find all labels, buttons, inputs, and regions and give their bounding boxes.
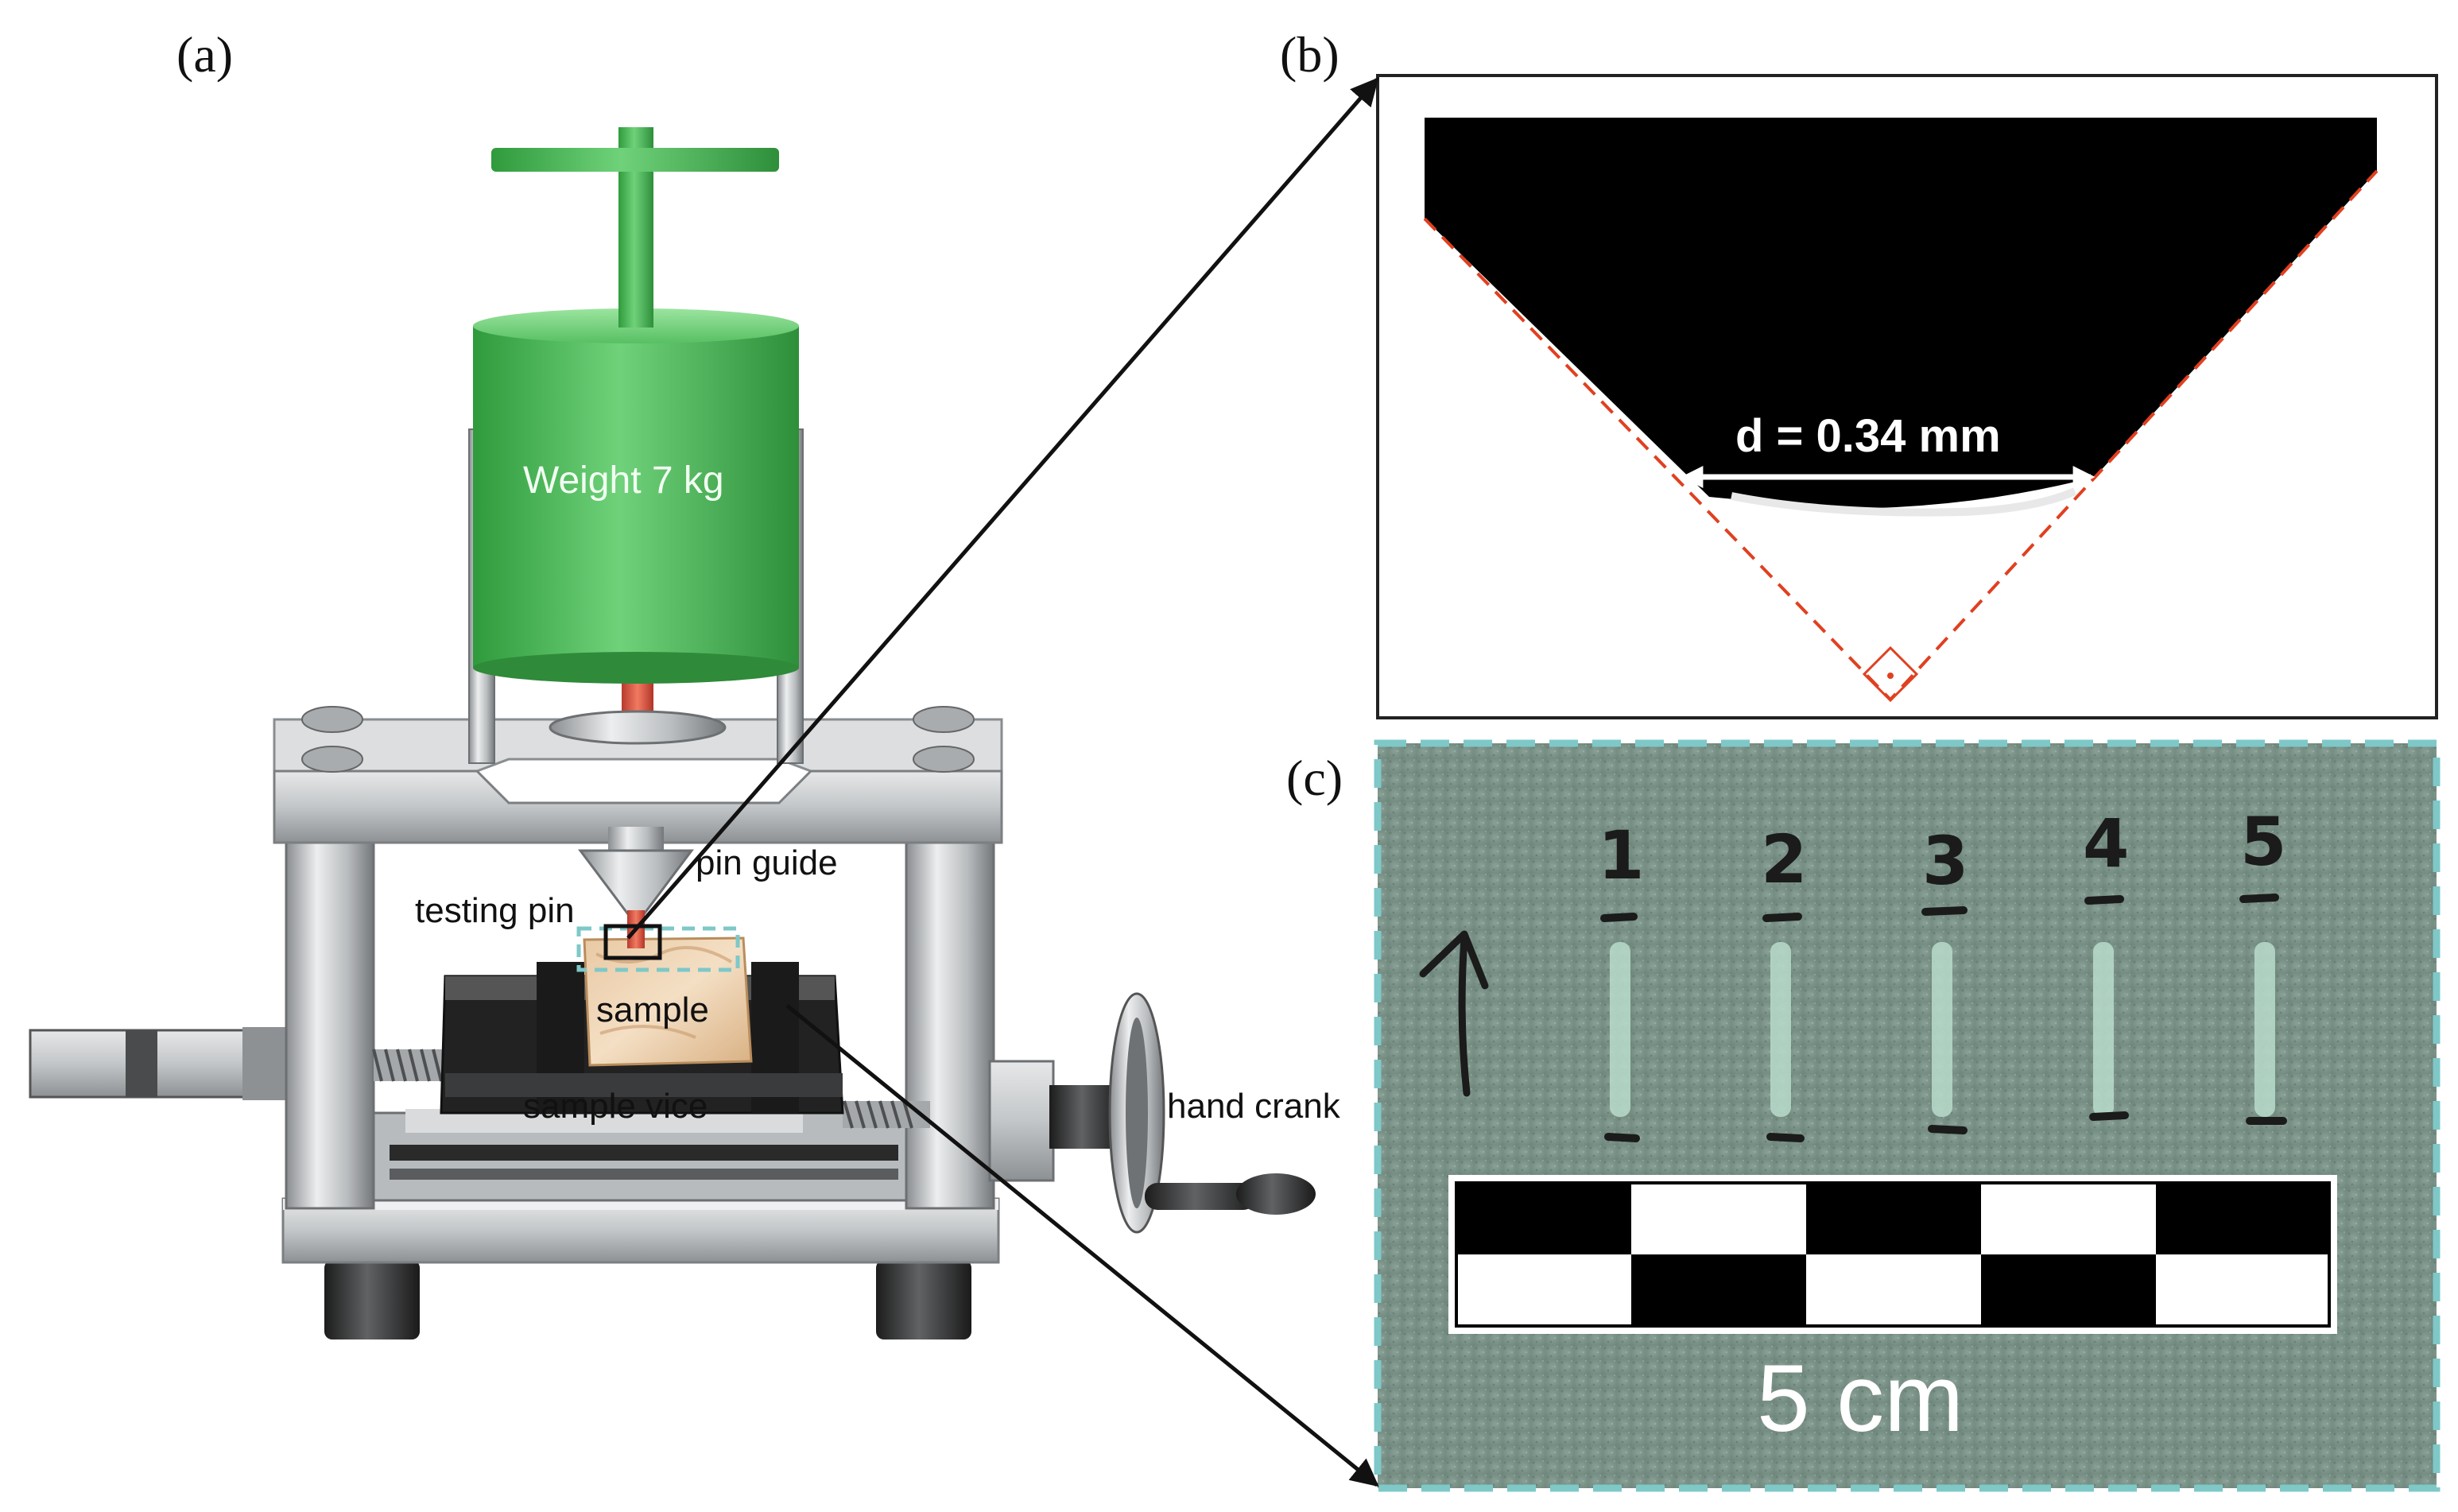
connector-arrow-to-photo (785, 1004, 1379, 1487)
panel-label-b: (b) (1280, 26, 1339, 83)
testing-pin-label: testing pin (415, 891, 575, 930)
track-4 (2084, 895, 2129, 1121)
track-2 (1762, 913, 1805, 1142)
left-rod (29, 1027, 290, 1100)
worn-tip (1731, 487, 2077, 517)
mark-label-5: 5 (2240, 803, 2286, 881)
mark-label-4: 4 (2083, 804, 2129, 882)
mark-label-2: 2 (1761, 820, 1807, 898)
direction-arrow-drawing (1458, 934, 1471, 1097)
hand-crank-drawing (988, 992, 1316, 1234)
sample-highlight-box (576, 926, 740, 972)
track-1 (1600, 913, 1640, 1142)
pin-highlight-box (603, 924, 662, 960)
leg-left (324, 1260, 420, 1339)
panel-label-a: (a) (176, 26, 233, 83)
leg-right (876, 1260, 971, 1339)
photo-border (1374, 739, 2441, 1492)
connector-arrow-to-profile (626, 77, 1379, 940)
pin-silhouette (1425, 118, 2377, 509)
scale-label: 5 cm (1757, 1345, 1964, 1452)
collar (549, 710, 727, 745)
column-right (905, 841, 995, 1210)
hand-crank-label: hand crank (1167, 1087, 1341, 1126)
profile-panel: d = 0.34 mm (1376, 74, 2438, 719)
mark-label-1: 1 (1598, 816, 1644, 894)
sample-label: sample (596, 991, 709, 1029)
top-crossbar (273, 706, 1003, 844)
sample-vice-label: sample vice (523, 1087, 708, 1126)
weight-label: Weight 7 kg (523, 459, 724, 502)
mark-label-3: 3 (1922, 822, 1968, 900)
pin-guide-label: pin guide (696, 843, 838, 882)
track-marks (1600, 894, 2287, 1142)
diameter-label: d = 0.34 mm (1735, 410, 2001, 462)
track-5 (2239, 894, 2287, 1125)
panel-label-c: (c) (1286, 750, 1343, 806)
track-3 (1921, 906, 1968, 1134)
t-handle (491, 127, 779, 328)
scale-bar (1448, 1175, 2337, 1334)
column-left (285, 841, 375, 1210)
apparatus-drawing (29, 127, 1316, 1339)
right-angle-marker (1862, 646, 1919, 703)
photo-panel: 1 2 3 4 5 5 cm (1374, 739, 2441, 1492)
